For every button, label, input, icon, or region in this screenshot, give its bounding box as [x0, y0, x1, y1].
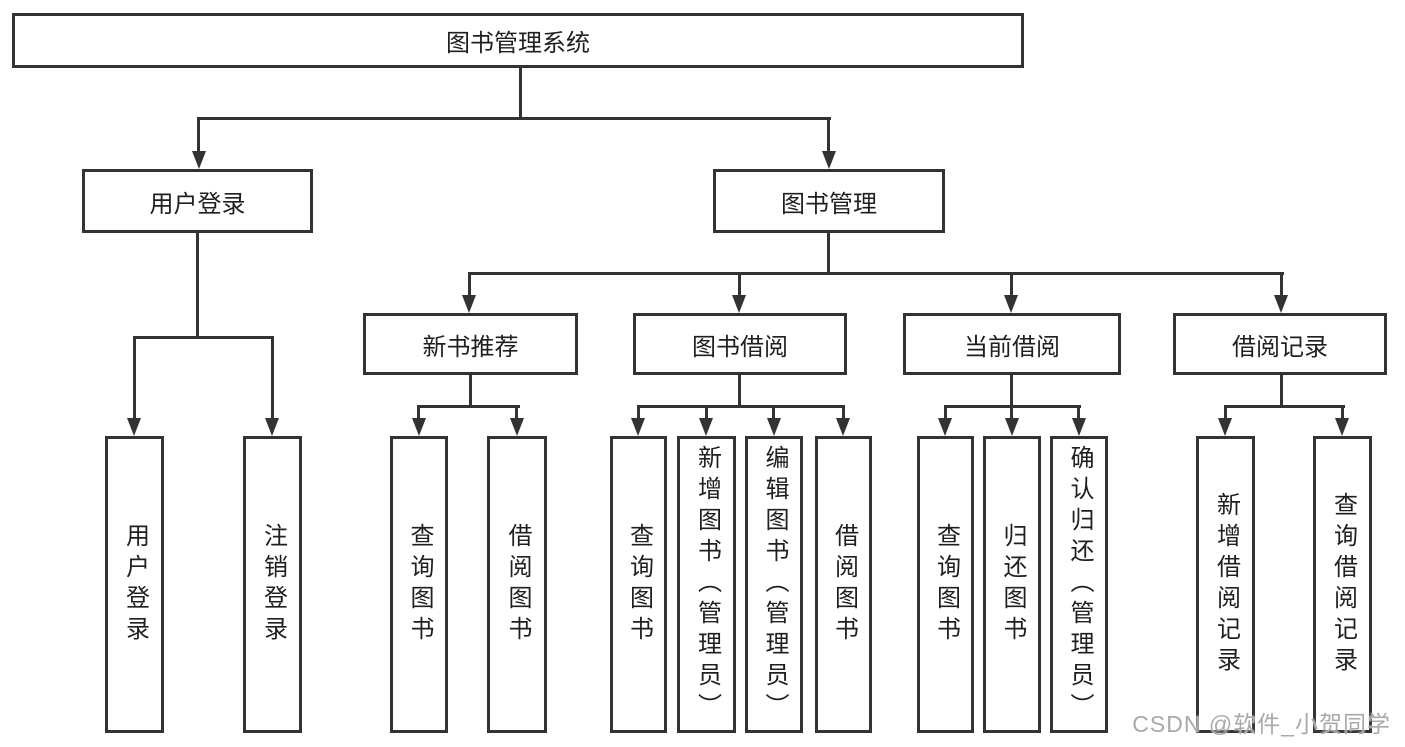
connector-line: [705, 405, 708, 420]
node-new-book-recommendation: 新书推荐: [363, 313, 578, 375]
arrow-down-icon: [822, 151, 836, 169]
leaf-label: 新增借阅记录: [1212, 491, 1240, 678]
arrow-down-icon: [510, 418, 524, 436]
leaf-label: 确认归还（管理员）: [1066, 445, 1093, 724]
arrow-down-icon: [732, 295, 746, 313]
leaf-query-books-recommend: 查询图书: [390, 436, 448, 733]
leaf-label: 新增图书（管理员）: [693, 445, 721, 724]
connector-line: [1077, 405, 1080, 420]
arrow-down-icon: [1072, 418, 1086, 436]
node-book-management: 图书管理: [713, 169, 945, 233]
connector-line: [1341, 405, 1344, 420]
leaf-label: 查询图书: [932, 522, 960, 647]
connector-line: [1280, 375, 1283, 408]
leaf-label: 归还图书: [999, 522, 1026, 647]
leaf-add-borrow-record: 新增借阅记录: [1196, 436, 1255, 733]
leaf-label: 查询图书: [625, 522, 653, 647]
connector-line: [271, 336, 274, 420]
connector-line: [1010, 272, 1013, 297]
watermark: CSDN @软件_小贺同学: [1132, 711, 1391, 737]
leaf-borrow-books-recommend: 借阅图书: [487, 436, 547, 733]
connector-line: [196, 233, 199, 339]
arrow-down-icon: [1274, 295, 1288, 313]
arrow-down-icon: [631, 418, 645, 436]
arrow-down-icon: [192, 151, 206, 169]
connector-line: [1010, 405, 1013, 420]
leaf-label: 借阅图书: [830, 522, 858, 647]
connector-line: [1224, 405, 1227, 420]
leaf-query-books-borrowing: 查询图书: [610, 436, 667, 733]
connector-line: [417, 405, 420, 420]
node-current-borrowing: 当前借阅: [903, 313, 1121, 375]
leaf-add-books-admin: 新增图书（管理员）: [677, 436, 736, 733]
leaf-label: 查询借阅记录: [1329, 491, 1357, 678]
arrow-down-icon: [836, 418, 850, 436]
arrow-down-icon: [1218, 418, 1232, 436]
leaf-edit-books-admin: 编辑图书（管理员）: [745, 436, 803, 733]
connector-line: [738, 272, 741, 297]
arrow-down-icon: [265, 418, 279, 436]
arrow-down-icon: [412, 418, 426, 436]
leaf-user-login: 用户登录: [105, 436, 164, 733]
leaf-query-borrow-record: 查询借阅记录: [1313, 436, 1372, 733]
connector-line: [944, 405, 947, 420]
connector-line: [827, 233, 830, 275]
connector-line: [1224, 405, 1345, 408]
leaf-label: 注销登录: [259, 522, 287, 647]
node-user-login: 用户登录: [82, 169, 313, 233]
connector-line: [133, 336, 274, 339]
connector-line: [637, 405, 845, 408]
connector-line: [842, 405, 845, 420]
leaf-label: 借阅图书: [504, 522, 531, 647]
leaf-borrow-books: 借阅图书: [815, 436, 872, 733]
node-library-management-system: 图书管理系统: [12, 13, 1024, 68]
leaf-query-books-current: 查询图书: [917, 436, 974, 733]
arrow-down-icon: [767, 418, 781, 436]
connector-line: [637, 405, 640, 420]
leaf-return-books: 归还图书: [983, 436, 1041, 733]
connector-line: [197, 117, 200, 153]
leaf-confirm-return-admin: 确认归还（管理员）: [1050, 436, 1108, 733]
arrow-down-icon: [462, 295, 476, 313]
arrow-down-icon: [1004, 295, 1018, 313]
node-book-borrowing: 图书借阅: [633, 313, 847, 375]
connector-line: [469, 375, 472, 408]
connector-line: [1280, 272, 1283, 297]
connector-line: [772, 405, 775, 420]
leaf-label: 查询图书: [406, 522, 433, 647]
connector-line: [519, 67, 522, 118]
arrow-down-icon: [1005, 418, 1019, 436]
node-borrowing-records: 借阅记录: [1173, 313, 1387, 375]
leaf-logout: 注销登录: [243, 436, 302, 733]
connector-line: [1010, 375, 1013, 408]
connector-line: [133, 336, 136, 420]
arrow-down-icon: [938, 418, 952, 436]
connector-line: [197, 117, 831, 120]
connector-line: [738, 375, 741, 408]
connector-line: [827, 117, 830, 153]
connector-line: [468, 272, 1284, 275]
leaf-label: 用户登录: [121, 522, 149, 647]
connector-line: [417, 405, 520, 408]
arrow-down-icon: [1335, 418, 1349, 436]
connector-line: [515, 405, 518, 420]
connector-line: [468, 272, 471, 297]
arrow-down-icon: [127, 418, 141, 436]
arrow-down-icon: [699, 418, 713, 436]
leaf-label: 编辑图书（管理员）: [761, 445, 788, 724]
